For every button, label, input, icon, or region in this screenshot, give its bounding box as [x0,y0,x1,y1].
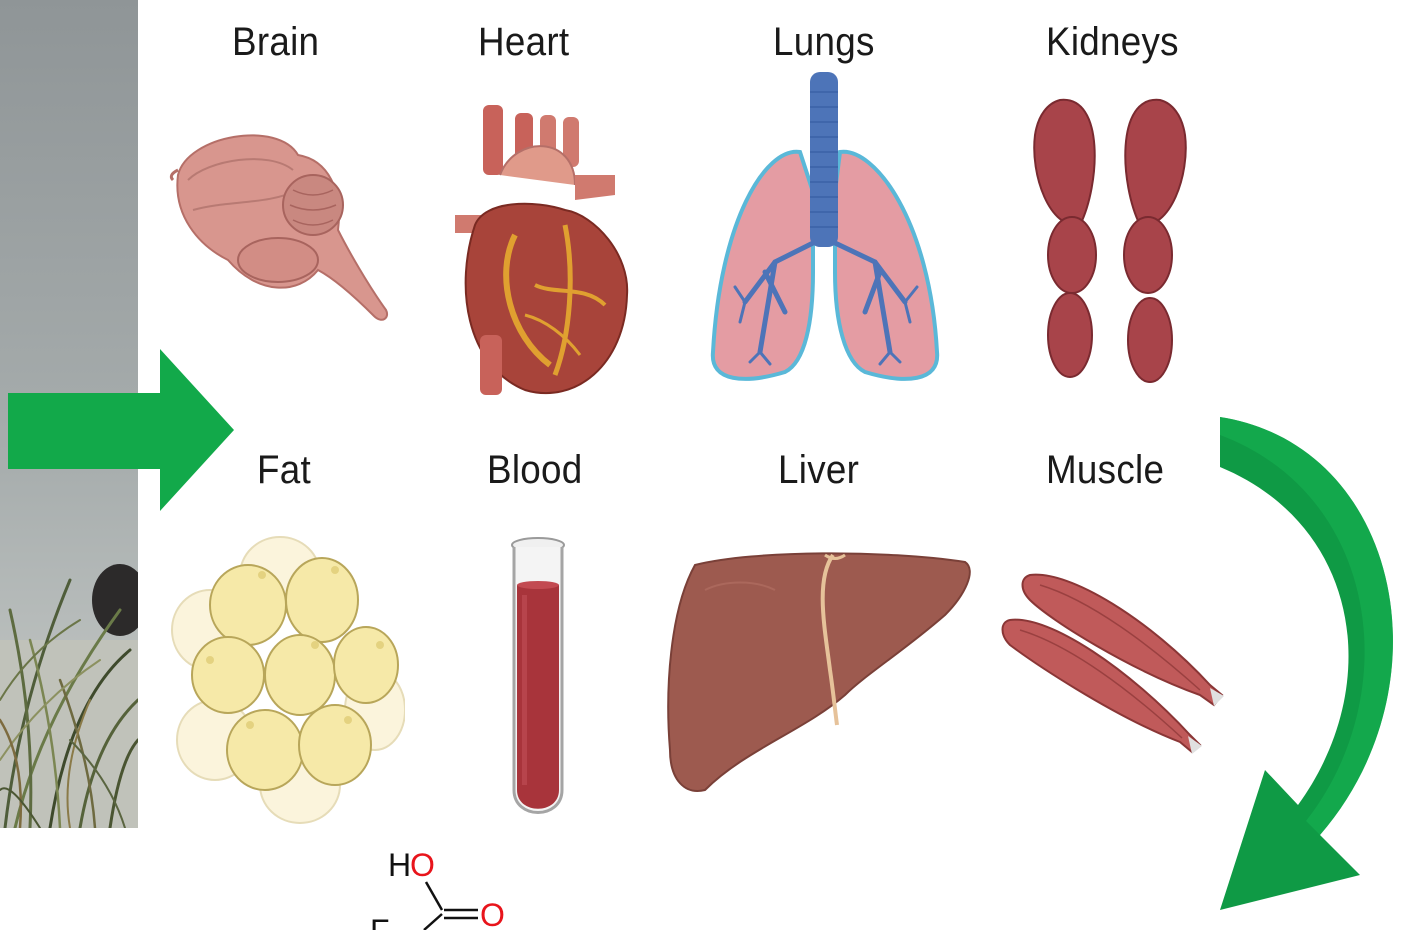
label-muscle: Muscle [1046,448,1164,493]
label-brain: Brain [232,20,319,65]
hydroxyl-h-atom: H [388,847,411,883]
curved-output-arrow [1210,405,1425,930]
lungs-icon [705,72,945,392]
brain-icon [168,120,393,325]
liver-icon [665,550,975,795]
label-lungs: Lungs [773,20,875,65]
label-fat: Fat [257,448,311,493]
chemical-structure: H O O F [360,838,540,930]
label-blood: Blood [487,448,583,493]
input-arrow [0,345,240,515]
label-heart: Heart [478,20,569,65]
muscle-icon [1000,570,1230,755]
fat-icon [170,535,405,830]
carbonyl-o-atom: O [480,897,505,930]
fluorine-atom: F [370,913,390,930]
blood-tube-icon [508,535,568,820]
heart-icon [455,105,635,400]
hydroxyl-o-atom: O [410,847,435,883]
label-liver: Liver [778,448,859,493]
label-kidneys: Kidneys [1046,20,1179,65]
kidneys-icon [1030,95,1190,385]
